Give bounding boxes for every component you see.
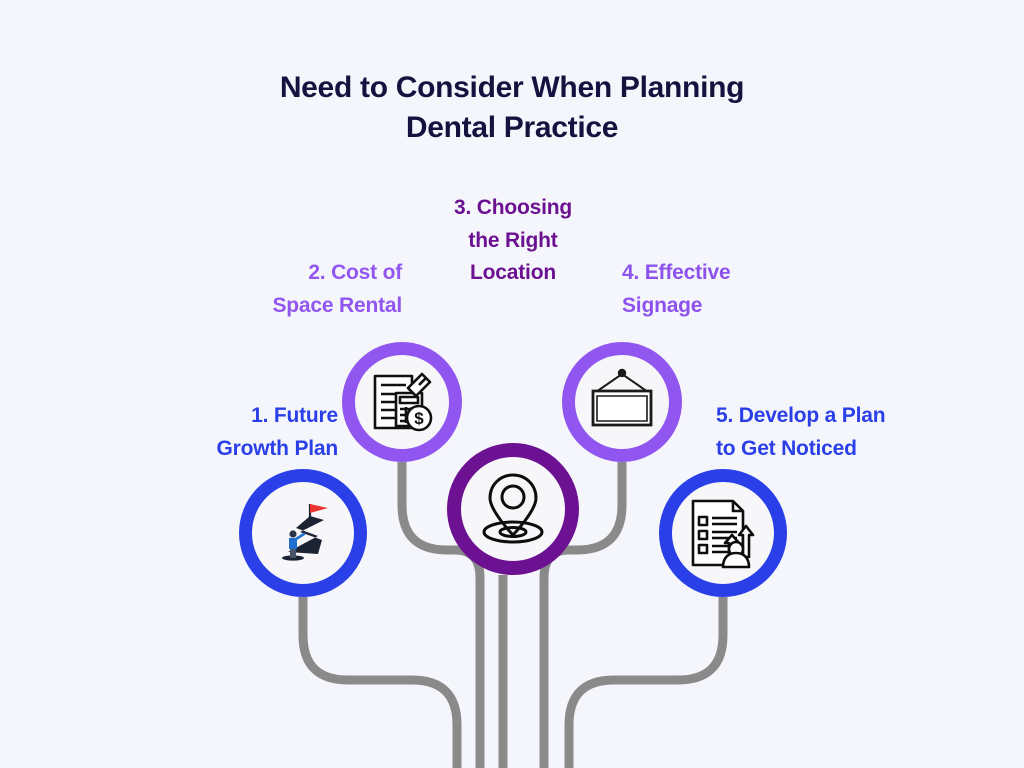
step-label-4-line-2: Signage [622, 293, 703, 317]
step-label-1-line-2: Growth Plan [216, 436, 339, 460]
step-label-5: 5. Develop a Plan to Get Noticed [716, 400, 966, 465]
step-circle-3[interactable] [447, 443, 579, 575]
page-title: Need to Consider When Planning Dental Pr… [0, 68, 1024, 148]
step-label-1-line-1: 1. Future [251, 404, 338, 427]
page-title-line-1: Need to Consider When Planning [279, 71, 745, 104]
step-circle-1[interactable] [239, 469, 367, 597]
stem-branch-1 [298, 597, 462, 768]
step-label-3-line-2: the Right [468, 228, 558, 252]
step-label-3-line-3: Location [470, 261, 556, 285]
step-label-5-line-1: 5. Develop a Plan [716, 404, 886, 427]
step-label-1: 1. Future Growth Plan [118, 400, 339, 465]
step-label-2-line-1: 2. Cost of [308, 261, 402, 284]
map-pin-location-icon [482, 473, 544, 544]
step-label-4: 4. Effective Signage [622, 257, 822, 322]
path-to-flag-icon [282, 504, 328, 561]
step-circle-4[interactable] [562, 342, 682, 462]
step-circle-5[interactable] [659, 469, 787, 597]
page-title-line-2: Dental Practice [405, 111, 619, 145]
step-label-3: 3. Choosing the Right Location [432, 192, 594, 290]
stem-branch-5 [564, 597, 728, 768]
hanging-sign-icon [591, 368, 653, 427]
step-circle-2[interactable]: $ [342, 342, 462, 462]
svg-text:$: $ [414, 409, 424, 428]
checklist-growth-person-icon [691, 499, 755, 569]
step-label-5-line-2: to Get Noticed [716, 436, 857, 460]
step-label-2-line-2: Space Rental [272, 293, 403, 317]
step-label-3-line-1: 3. Choosing [454, 196, 572, 219]
invoice-calculator-dollar-icon: $ [373, 372, 433, 432]
step-label-2: 2. Cost of Space Rental [208, 257, 403, 322]
step-label-4-line-1: 4. Effective [622, 261, 731, 284]
